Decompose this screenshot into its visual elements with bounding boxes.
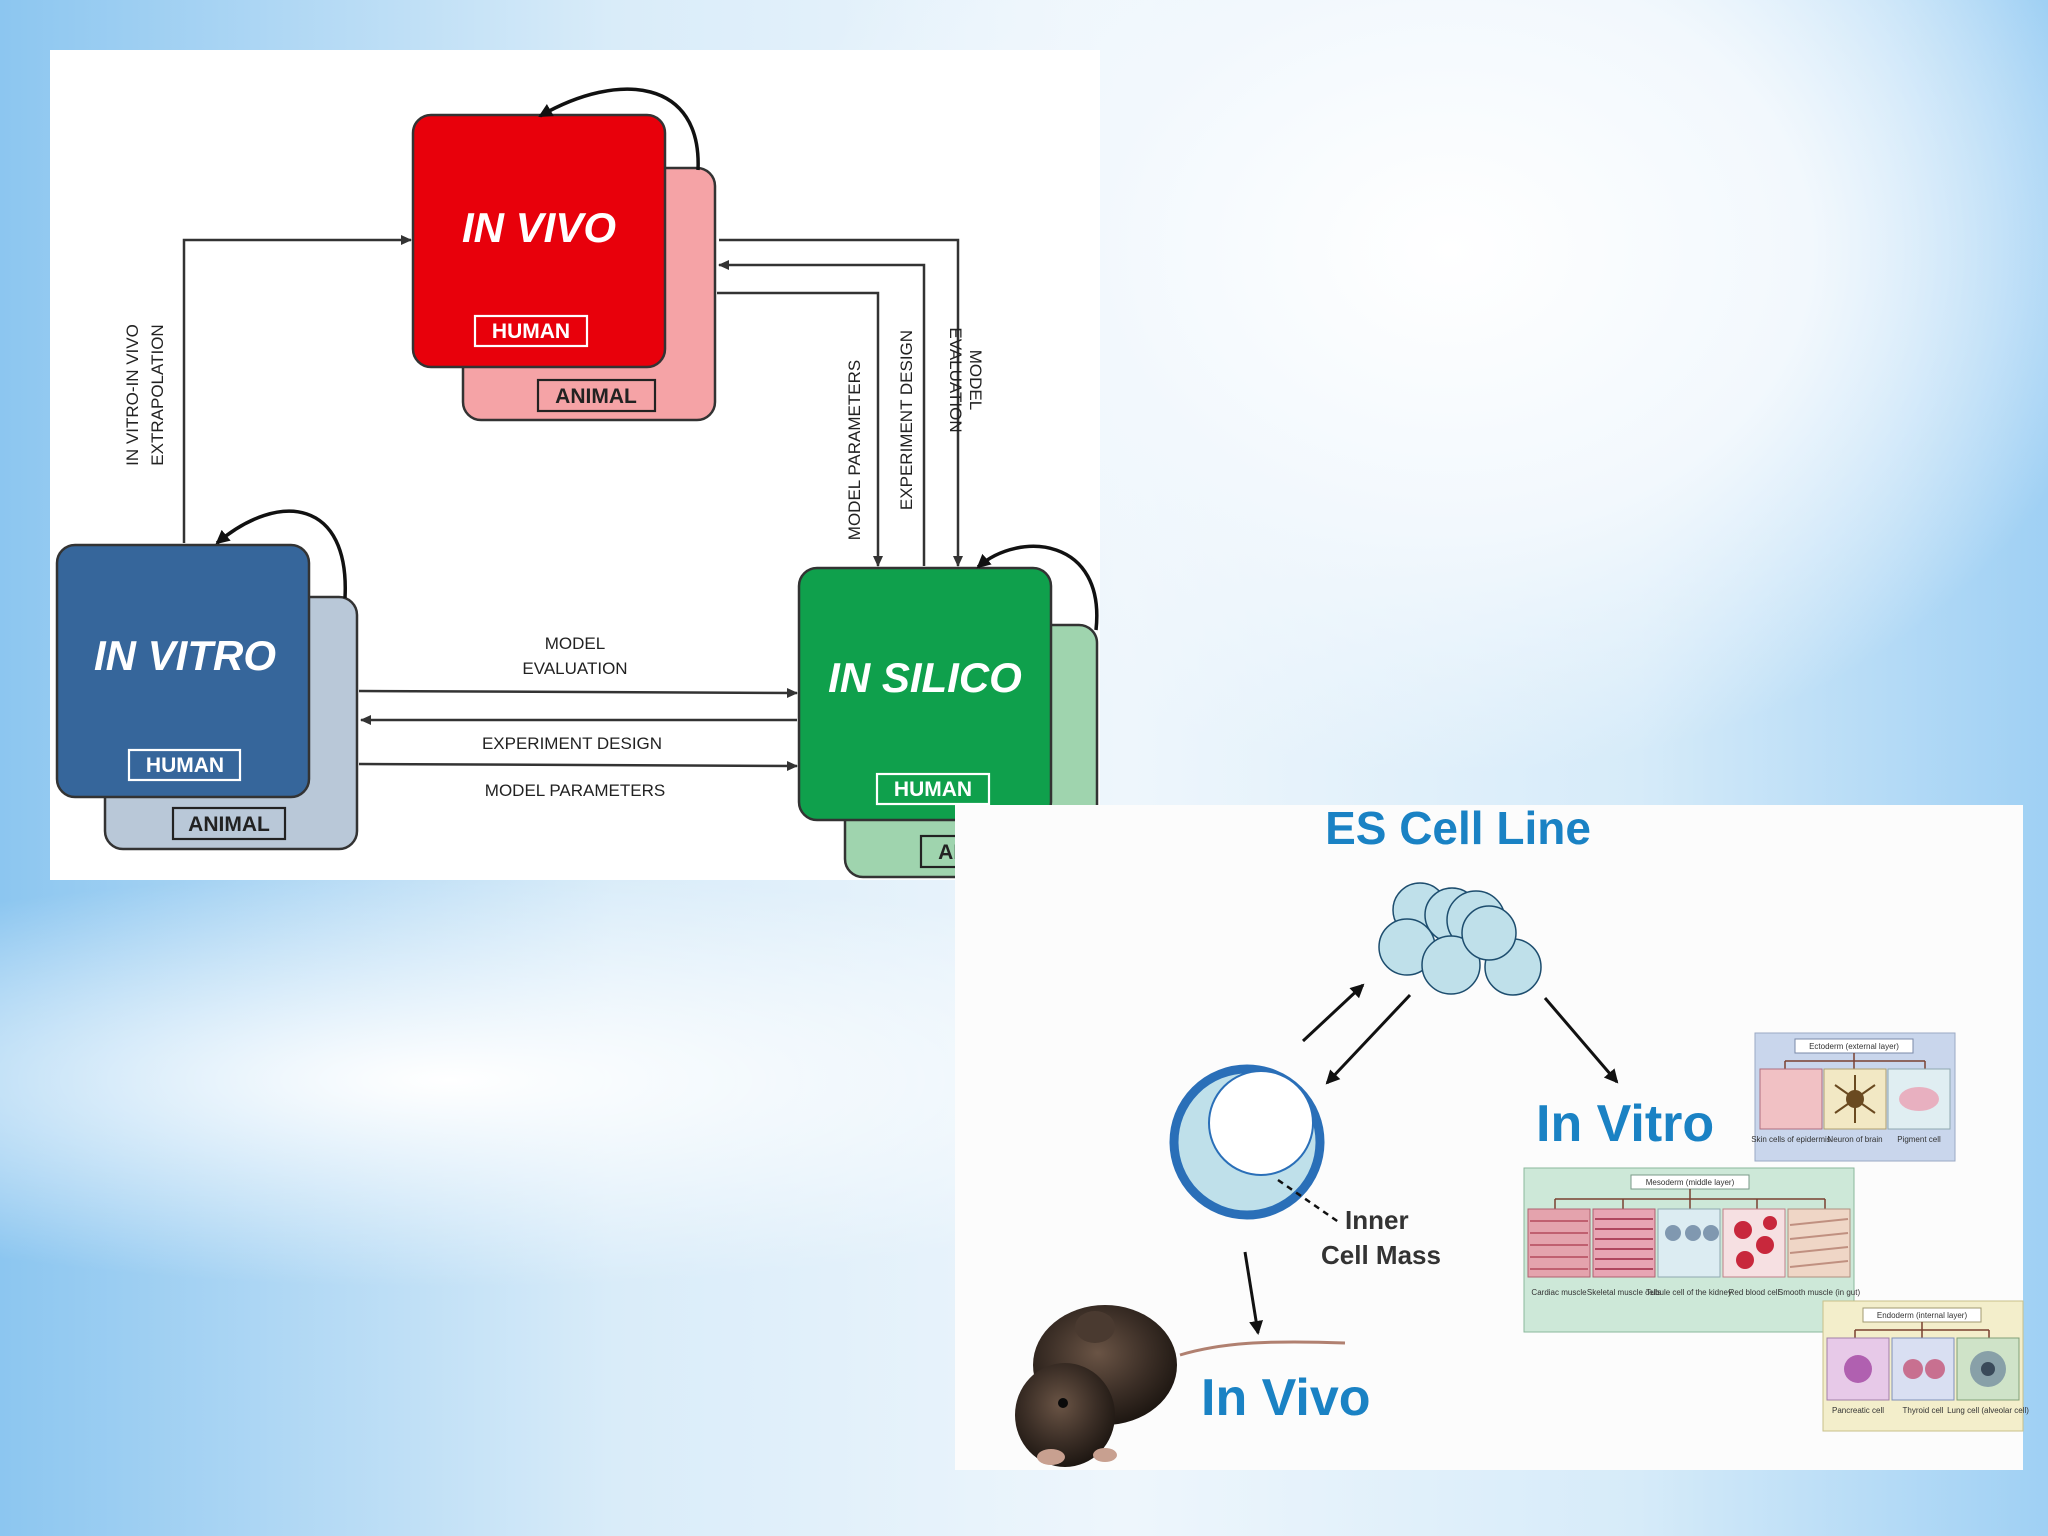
in-vitro-title: In Vitro (1536, 1095, 1714, 1153)
model-evaluation-vertical-arrow (719, 238, 963, 567)
in-vivo-title: In Vivo (1201, 1369, 1371, 1427)
skeletal-muscle-image (1592, 1208, 1656, 1278)
vitro-vivo-label-2: EXTRAPOLATION (148, 324, 167, 465)
model-parameters-horizontal-label: MODEL PARAMETERS (485, 781, 665, 800)
es-cell-line-title: ES Cell Line (1325, 802, 1591, 854)
to-es-cell-arrow (1301, 983, 1365, 1043)
blastocyst (1169, 1064, 1325, 1220)
in-vivo-human-tag-box (473, 314, 589, 348)
ectoderm-title: Ectoderm (external layer) (1809, 1042, 1899, 1051)
es-cell-line-figure: ES Cell Line Inner Cell Mass In Vitro In… (955, 802, 2029, 1470)
es-cell-cluster (1378, 882, 1542, 996)
in-vivo-self-loop (538, 87, 700, 171)
endoderm-cell-3: Lung cell (alveolar cell) (1947, 1406, 2029, 1415)
endoderm-cell-2: Thyroid cell (1903, 1406, 1944, 1415)
skin-cell-image (1759, 1068, 1823, 1130)
in-vitro-self-loop (215, 509, 347, 599)
mesoderm-cell-5: Smooth muscle (in gut) (1778, 1288, 1861, 1297)
in-vivo-animal-tag: ANIMAL (555, 385, 637, 408)
in-vitro-label: IN VITRO (94, 632, 276, 679)
inner-cell-mass-label-1: Inner (1345, 1205, 1409, 1235)
in-silico-human-tag: HUMAN (894, 778, 972, 801)
to-blastocyst-arrow (1325, 993, 1412, 1085)
in-vitro-human-tag: HUMAN (146, 754, 224, 777)
endoderm-cell-1: Pancreatic cell (1832, 1406, 1884, 1415)
experiment-design-horizontal-label: EXPERIMENT DESIGN (482, 734, 662, 753)
mesoderm-title: Mesoderm (middle layer) (1646, 1178, 1735, 1187)
vitro-to-vivo-arrow (182, 235, 412, 543)
mesoderm-cell-3: Tubule cell of the kidney (1646, 1288, 1732, 1297)
ectoderm-cell-1: Skin cells of epidermis (1751, 1135, 1831, 1144)
in-vivo-animal-tag-box (536, 378, 657, 413)
mouse-image (1015, 1305, 1346, 1467)
in-silico-self-loop (976, 544, 1099, 631)
in-silico-label: IN SILICO (828, 654, 1022, 701)
model-evaluation-horizontal-label-2: EVALUATION (522, 659, 627, 678)
in-vivo-human-tag: HUMAN (492, 320, 570, 343)
in-vitro-animal-tag-box (171, 806, 287, 841)
in-vitro-animal-tag: ANIMAL (188, 813, 270, 836)
experiment-design-vertical-label: EXPERIMENT DESIGN (897, 330, 916, 510)
inner-cell-mass-label-2: Cell Mass (1321, 1240, 1441, 1270)
model-cycle-diagram: ANIMAL IN VIVO HUMAN ANIMAL IN VITRO HUM… (50, 50, 1100, 880)
model-parameters-vertical-arrow (717, 291, 883, 567)
model-parameters-vertical-label: MODEL PARAMETERS (845, 360, 864, 540)
mesoderm-cell-1: Cardiac muscle (1531, 1288, 1587, 1297)
in-vitro-human-tag-box (127, 748, 242, 782)
to-in-vitro-arrow (1543, 997, 1619, 1084)
ectoderm-cell-2: Neuron of brain (1827, 1135, 1882, 1144)
mesoderm-cell-2: Skeletal muscle cells (1587, 1288, 1661, 1297)
mesoderm-panel: Mesoderm (middle layer) Cardiac muscle S… (1523, 1167, 1861, 1333)
model-evaluation-horizontal-label-1: MODEL (545, 634, 605, 653)
model-evaluation-vertical-label-2: EVALUATION (946, 327, 965, 432)
model-evaluation-horizontal-arrow (358, 687, 798, 698)
endoderm-panel: Endoderm (internal layer) Pancreatic cel… (1822, 1300, 2029, 1432)
model-cycle-svg: ANIMAL IN VIVO HUMAN ANIMAL IN VITRO HUM… (55, 87, 1099, 879)
model-parameters-horizontal-arrow (358, 760, 798, 771)
in-silico-human-card (797, 566, 1053, 822)
mesoderm-cell-4: Red blood cell (1729, 1288, 1780, 1297)
cardiac-muscle-image (1527, 1208, 1591, 1278)
in-silico-human-tag-box (875, 772, 991, 806)
kidney-tubule-image (1657, 1208, 1721, 1278)
es-cell-svg: ES Cell Line Inner Cell Mass In Vitro In… (1015, 802, 2029, 1467)
endoderm-title: Endoderm (internal layer) (1877, 1311, 1968, 1320)
vitro-vivo-label-1: IN VITRO-IN VIVO (123, 324, 142, 466)
ectoderm-cell-3: Pigment cell (1897, 1135, 1941, 1144)
in-vivo-label: IN VIVO (462, 204, 616, 251)
in-vitro-human-card (55, 543, 311, 799)
experiment-design-vertical-arrow (718, 260, 926, 566)
in-vitro-node: ANIMAL IN VITRO HUMAN (55, 543, 359, 851)
in-vivo-node: ANIMAL IN VIVO HUMAN (411, 113, 717, 422)
ectoderm-panel: Ectoderm (external layer) Skin cells of … (1751, 1032, 1956, 1162)
to-in-vivo-arrow (1243, 1251, 1264, 1335)
model-evaluation-vertical-label-1: MODEL (966, 350, 985, 410)
inner-cell-mass-pointer (1277, 1178, 1341, 1225)
